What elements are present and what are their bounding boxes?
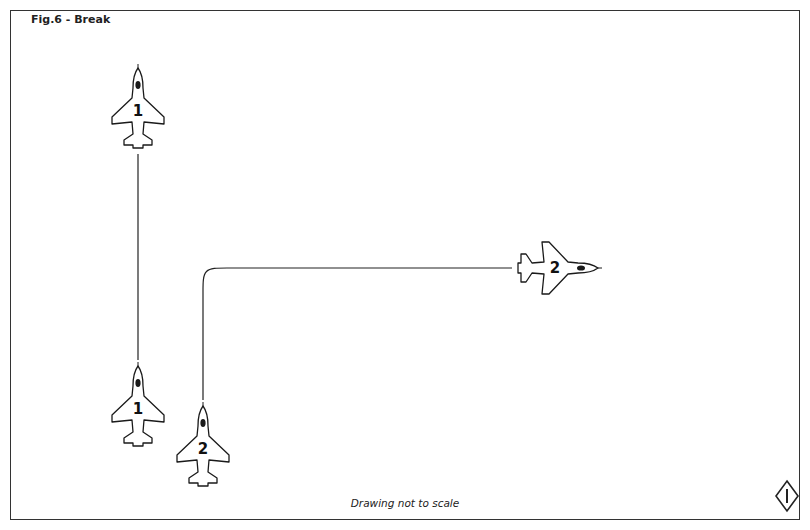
probe xyxy=(598,268,602,269)
probe xyxy=(203,402,204,406)
frame-border xyxy=(11,11,800,520)
aircraft-number: 2 xyxy=(198,442,208,457)
probe xyxy=(138,64,139,68)
canopy xyxy=(135,379,140,387)
probe xyxy=(138,362,139,366)
aircraft: 2 xyxy=(518,240,598,296)
aircraft: 1 xyxy=(110,68,166,148)
canopy xyxy=(577,265,585,270)
scale-note: Drawing not to scale xyxy=(351,497,459,509)
aircraft-body xyxy=(177,406,229,486)
aircraft-body xyxy=(112,68,164,148)
aircraft-number: 2 xyxy=(550,261,560,276)
aircraft: 1 xyxy=(110,366,166,446)
north-diamond xyxy=(776,481,798,511)
aircraft-number: 1 xyxy=(133,402,143,417)
figure-title: Fig.6 - Break xyxy=(31,13,110,26)
canopy xyxy=(135,81,140,89)
flight-path xyxy=(203,268,512,400)
aircraft-body xyxy=(112,366,164,446)
canopy xyxy=(200,419,205,427)
aircraft-number: 1 xyxy=(133,104,143,119)
aircraft-body xyxy=(518,242,598,294)
aircraft: 2 xyxy=(175,406,231,486)
north-symbol xyxy=(776,481,798,511)
flight-path xyxy=(137,154,138,360)
north-needle xyxy=(786,489,788,503)
